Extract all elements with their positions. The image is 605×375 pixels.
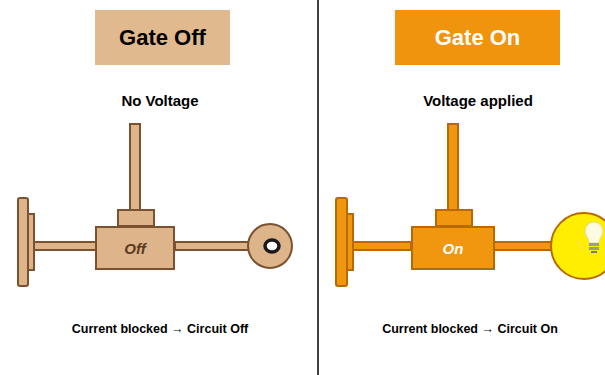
- node-text: Off: [124, 240, 145, 257]
- caption: Current blocked → Circuit On: [340, 322, 600, 336]
- panel-title-box: Gate Off: [95, 10, 230, 65]
- panel-subtitle: Voltage applied: [358, 92, 598, 109]
- transistor-body: Off: [95, 226, 175, 270]
- off-transistor: [18, 124, 292, 286]
- on-transistor: [336, 124, 605, 286]
- light-bulb-icon: [585, 222, 603, 253]
- panel-title-box: Gate On: [395, 10, 560, 65]
- node-text: Gate Off: [119, 25, 206, 51]
- panel-subtitle: No Voltage: [20, 92, 300, 109]
- panel-divider: [317, 0, 319, 375]
- transistor-body: On: [411, 226, 495, 270]
- node-text: On: [443, 240, 464, 257]
- node-text: Gate On: [435, 25, 521, 51]
- caption: Current blocked → Circuit Off: [12, 322, 308, 336]
